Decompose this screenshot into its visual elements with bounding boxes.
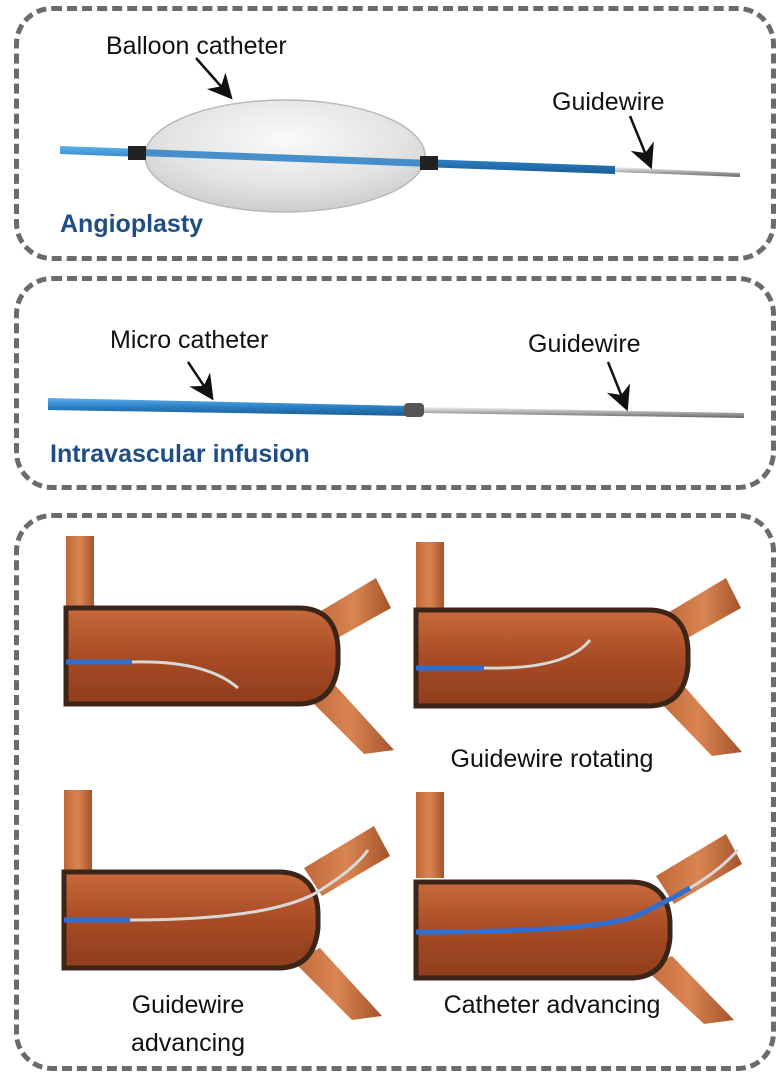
guidewire-arrow-icon-mid	[606, 361, 631, 412]
catheter-tip-marker	[404, 403, 424, 417]
vessel-branch-lower	[306, 684, 394, 754]
guidewire-tip	[615, 167, 740, 177]
balloon-arrow-icon	[195, 57, 233, 100]
vessel-branch-vertical	[416, 792, 444, 878]
micro-catheter-arrow-icon	[186, 361, 214, 401]
guidewire-line	[689, 848, 740, 890]
guidewire-shaft	[424, 407, 744, 418]
vessel-main	[413, 607, 691, 709]
guidewire-label-mid: Guidewire	[528, 330, 641, 358]
infusion-panel	[14, 276, 776, 490]
vessel-branch-lower	[656, 686, 742, 756]
caption-guidewire-advancing: Guidewire advancing	[131, 991, 245, 1057]
balloon-catheter-device	[60, 99, 740, 213]
vessel-branch-lower	[292, 948, 382, 1020]
infusion-title: Intravascular infusion	[50, 440, 310, 468]
vessel-scene-rotating	[413, 542, 742, 756]
catheter-line	[415, 885, 692, 935]
vessel-branch-lower	[644, 956, 734, 1024]
caption-guidewire-rotating: Guidewire rotating	[450, 745, 654, 773]
caption-catheter-advancing: Catheter advancing	[443, 991, 661, 1019]
vessel-branch-vertical	[66, 536, 94, 616]
angioplasty-title: Angioplasty	[60, 210, 204, 238]
steps-panel	[14, 513, 776, 1071]
guidewire-line	[129, 849, 370, 922]
vessel-scene-guidewire-advancing	[61, 790, 390, 1020]
guidewire-line	[131, 660, 239, 690]
vessel-main	[61, 869, 321, 971]
vessel-branch-upper	[304, 826, 390, 896]
micro-catheter-shaft	[48, 398, 412, 416]
vessel-branch-vertical	[416, 542, 444, 616]
vessel-branch-upper	[656, 834, 742, 904]
balloon-marker-left	[128, 146, 146, 160]
balloon-catheter-label: Balloon catheter	[106, 32, 287, 60]
shaft-through-balloon	[140, 149, 430, 167]
guidewire-arrow-icon-top	[628, 115, 654, 170]
vessel-scene-catheter-advancing	[413, 792, 742, 1024]
balloon-marker-right	[420, 156, 438, 170]
vessel-branch-vertical	[64, 790, 92, 874]
guidewire-label-top: Guidewire	[552, 88, 665, 116]
vessel-branch-upper	[666, 578, 741, 640]
angioplasty-panel	[14, 6, 776, 261]
vessel-main	[63, 605, 341, 707]
micro-catheter-label: Micro catheter	[110, 326, 269, 354]
vessel-scene-initial	[63, 536, 394, 754]
micro-catheter-device	[48, 398, 744, 418]
guidewire-line	[483, 639, 592, 670]
